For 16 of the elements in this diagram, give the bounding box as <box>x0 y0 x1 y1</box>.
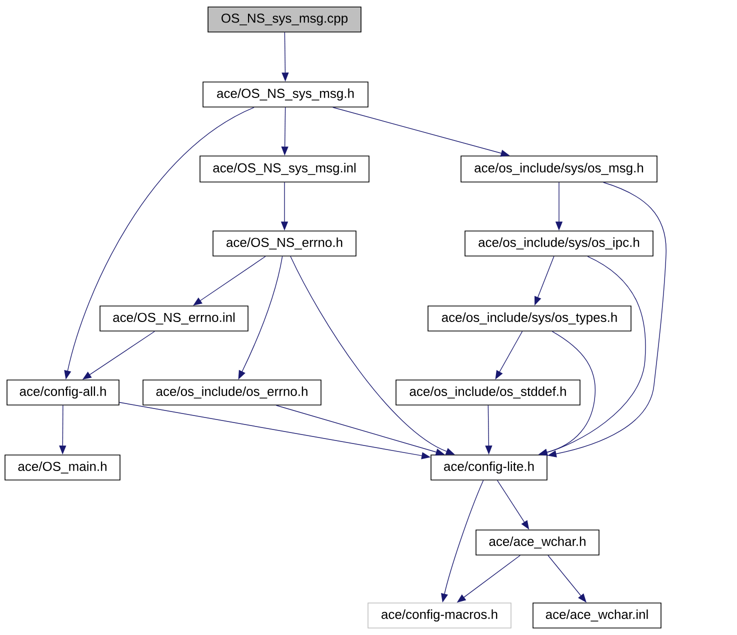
file-box: ace/ace_wchar.inl <box>532 602 662 628</box>
file-box: ace/config-all.h <box>6 380 120 406</box>
file-box: ace/os_include/os_stddef.h <box>396 380 580 406</box>
file-box: ace/OS_main.h <box>4 454 120 480</box>
file-box: OS_NS_sys_msg.cpp <box>208 6 362 32</box>
file-box: ace/os_include/sys/os_types.h <box>428 306 632 332</box>
file-box: ace/os_include/sys/os_msg.h <box>460 156 658 182</box>
file-box: ace/os_include/sys/os_ipc.h <box>464 230 654 256</box>
file-box: ace/OS_NS_errno.inl <box>100 306 248 332</box>
file-box: ace/os_include/os_errno.h <box>142 380 322 406</box>
file-box: ace/ace_wchar.h <box>476 530 600 556</box>
file-box: ace/OS_NS_sys_msg.inl <box>200 156 370 182</box>
file-box: ace/OS_NS_errno.h <box>212 230 356 256</box>
file-box: ace/config-lite.h <box>430 454 548 480</box>
file-box: ace/OS_NS_sys_msg.h <box>202 82 368 108</box>
file-box: ace/config-macros.h <box>368 602 512 628</box>
